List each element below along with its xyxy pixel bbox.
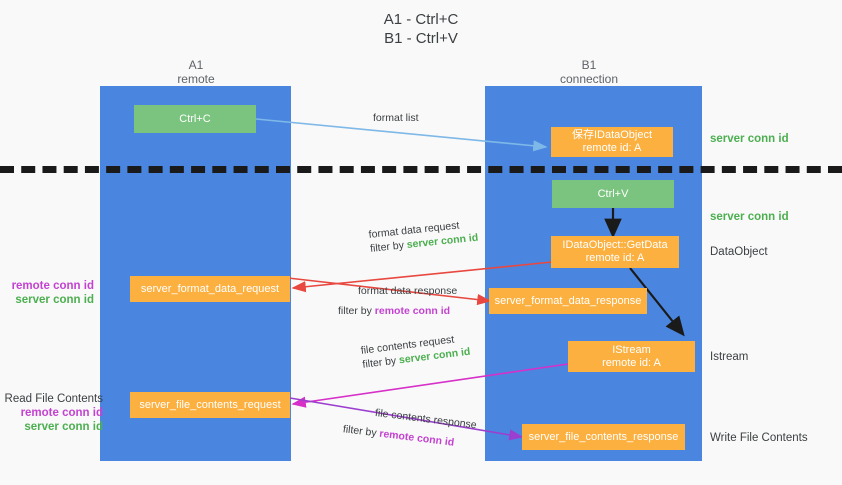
annotation-conn-ids-1-remote: remote conn id	[11, 280, 94, 292]
edge-label-format-data-request: format data request filter by server con…	[368, 217, 479, 256]
edge-label-format-data-request-filter-prefix: filter by	[369, 239, 408, 255]
box-server-file-contents-response[interactable]: server_file_contents_response	[522, 424, 685, 450]
edge-label-format-list: format list	[373, 111, 419, 125]
annotation-dataobject: DataObject	[710, 246, 768, 258]
edge-label-format-list-line1: format list	[373, 112, 419, 124]
box-server-format-data-response-label: server_format_data_response	[494, 294, 642, 307]
annotation-read-file-contents-block: Read File Contents remote conn id server…	[0, 392, 103, 434]
box-server-format-data-response[interactable]: server_format_data_response	[489, 288, 647, 314]
edge-label-format-data-response: format data response filter by remote co…	[338, 284, 458, 318]
annotation-write-file-contents: Write File Contents	[710, 432, 808, 444]
annotation-conn-ids-1: remote conn id server conn id	[0, 279, 94, 307]
box-save-dataobject[interactable]: 保存IDataObject remote id: A	[551, 127, 673, 157]
box-getdata[interactable]: IDataObject::GetData remote id: A	[551, 236, 679, 268]
edge-label-file-contents-request-filter-prefix: filter by	[361, 354, 400, 371]
box-server-format-data-request-label: server_format_data_request	[140, 282, 280, 295]
lane-header-a1: A1 remote	[104, 58, 288, 86]
edge-label-format-data-response-line1: format data response	[358, 285, 458, 297]
edge-label-file-contents-response-filter-kw: remote conn id	[378, 427, 455, 449]
edge-label-format-data-response-filter-kw: remote conn id	[374, 305, 451, 317]
box-server-format-data-request[interactable]: server_format_data_request	[130, 276, 290, 302]
lane-a1-sub: remote	[177, 72, 215, 86]
box-server-file-contents-request[interactable]: server_file_contents_request	[130, 392, 290, 418]
box-ctrl-c[interactable]: Ctrl+C	[134, 105, 256, 133]
annotation-server-conn-id-2: server conn id	[710, 211, 789, 223]
box-ctrl-v[interactable]: Ctrl+V	[552, 180, 674, 208]
annotation-conn-ids-2-remote: remote conn id	[20, 407, 103, 419]
box-save-dataobject-line2: remote id: A	[582, 142, 642, 154]
annotation-read-file-contents-title: Read File Contents	[4, 393, 103, 405]
title-line-1: A1 - Ctrl+C	[383, 11, 459, 28]
annotation-server-conn-id-1: server conn id	[710, 133, 789, 145]
lane-b1-sub: connection	[559, 72, 619, 86]
box-server-file-contents-response-label: server_file_contents_response	[528, 430, 679, 443]
box-getdata-line1: IDataObject::GetData	[562, 239, 668, 251]
diagram-title: A1 - Ctrl+C B1 - Ctrl+V	[0, 10, 842, 48]
phase-divider-dashed-line	[0, 166, 842, 173]
edge-label-file-contents-request: file contents request filter by server c…	[360, 331, 471, 372]
edge-label-format-data-response-filter-prefix: filter by	[338, 305, 375, 317]
title-line-2: B1 - Ctrl+V	[384, 30, 458, 47]
box-ctrl-v-label: Ctrl+V	[597, 187, 629, 200]
box-istream-line1: IStream	[612, 343, 651, 356]
annotation-istream: Istream	[710, 351, 749, 363]
box-server-file-contents-request-label: server_file_contents_request	[139, 398, 281, 411]
edge-label-file-contents-response-filter-prefix: filter by	[342, 423, 381, 440]
lane-a1-name: A1	[188, 58, 204, 72]
box-getdata-line2: remote id: A	[585, 252, 645, 264]
annotation-conn-ids-2-server: server conn id	[24, 421, 103, 433]
box-istream-line2: remote id: A	[602, 356, 661, 369]
box-ctrl-c-label: Ctrl+C	[179, 112, 211, 125]
edge-label-file-contents-response: file contents response filter by remote …	[342, 406, 478, 452]
box-istream[interactable]: IStream remote id: A	[568, 341, 695, 372]
annotation-conn-ids-1-server: server conn id	[15, 294, 94, 306]
lane-header-b1: B1 connection	[497, 58, 681, 86]
lane-b1-name: B1	[581, 58, 597, 72]
box-save-dataobject-line1: 保存IDataObject	[571, 129, 653, 141]
